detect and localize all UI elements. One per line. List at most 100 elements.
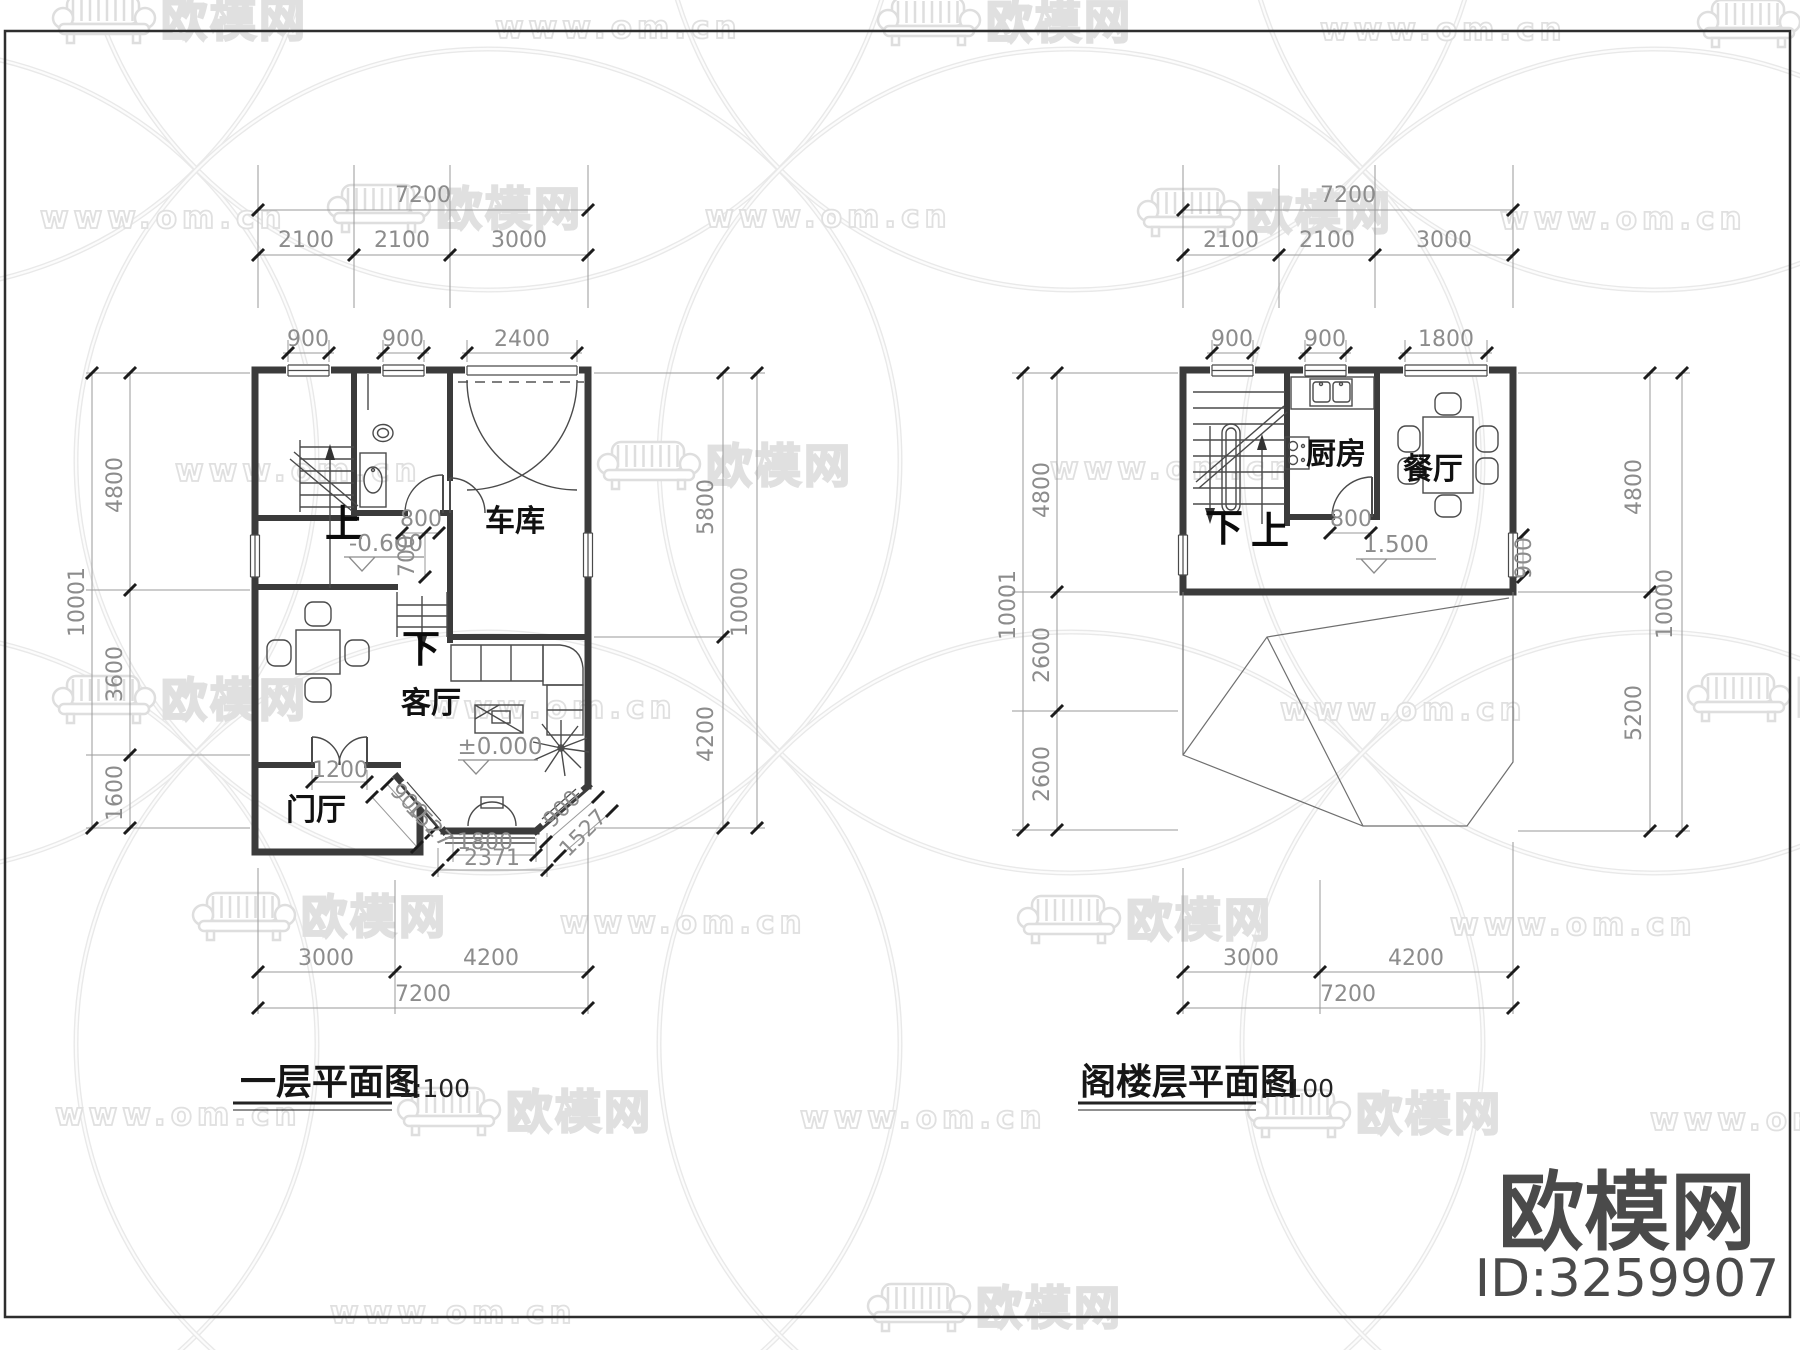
watermark-url-text: www.om.cn <box>40 200 287 236</box>
dim-tick <box>580 1000 596 1016</box>
dim-label: 3600 <box>103 646 128 702</box>
dim-label: 2100 <box>1299 228 1355 253</box>
stair-up-label: 上 <box>1251 509 1289 553</box>
logo-id-text: ID:3259907 <box>1475 1249 1779 1309</box>
watermark-circle <box>676 0 1466 291</box>
dim-label: 10001 <box>996 570 1021 640</box>
dim-tick <box>604 803 620 819</box>
dim-tick <box>749 365 765 381</box>
dim-tick <box>1642 365 1658 381</box>
dining-set <box>1397 392 1499 518</box>
dim-label: 2100 <box>1203 228 1259 253</box>
dim-tick <box>84 820 100 836</box>
dim-tick <box>580 964 596 980</box>
dim-label: 900 <box>1211 327 1253 352</box>
sofa-icon <box>326 183 432 234</box>
dim-tick <box>1271 247 1287 263</box>
dim-label: 1800 <box>1418 327 1474 352</box>
room-label-foyer: 门厅 <box>286 793 346 828</box>
dim-tick <box>1674 823 1690 839</box>
stair-down-label: 下 <box>1205 506 1243 550</box>
dim-label: 900 <box>1304 327 1346 352</box>
dim-tick <box>387 964 403 980</box>
level-hall: -0.600 <box>349 531 423 557</box>
dim-tick <box>459 345 475 361</box>
dim-label: 5200 <box>1622 685 1647 741</box>
dim-tick <box>715 365 731 381</box>
dim-tick <box>569 345 585 361</box>
dim-label: 900 <box>1512 537 1537 579</box>
stairs-up <box>289 440 359 588</box>
dim-label: 2600 <box>1030 627 1055 683</box>
dim-tick <box>580 247 596 263</box>
watermark-url-text: www.om.cn <box>495 10 742 46</box>
level-symbol-hall <box>344 556 424 572</box>
dim-tick <box>379 776 395 792</box>
dim-tick <box>552 848 568 864</box>
watermark-brand-text: 欧模网 <box>161 673 308 727</box>
sofa-icon <box>866 1282 972 1333</box>
garage-swing-arcs <box>466 379 578 491</box>
dim-tick <box>409 839 425 855</box>
sofa-icon <box>1016 894 1122 945</box>
logo-brand-text: 欧模网 <box>1498 1163 1756 1263</box>
watermark-url-text: www.om.cn <box>330 1295 577 1331</box>
level-symbol-main <box>458 759 538 775</box>
dim-tick <box>445 847 461 863</box>
dim-label: 10001 <box>65 567 90 637</box>
plan-scale: 1:100 <box>398 1074 470 1103</box>
watermark-url-text: www.om.cn <box>560 905 807 941</box>
watermark-url-text: www.om.cn <box>1500 201 1747 237</box>
room-label-kitchen: 厨房 <box>1306 437 1366 472</box>
sofa-icon <box>1246 1088 1352 1139</box>
dim-tick <box>250 1000 266 1016</box>
site-logo: 欧模网 ID:3259907 <box>1475 1163 1779 1309</box>
watermark-url-text: www.om.cn <box>1280 692 1527 728</box>
watermark-circle <box>0 640 320 1350</box>
dim-tick <box>346 247 362 263</box>
watermark-url-text: www.om.cn <box>800 1100 1047 1136</box>
watermark-brand-text: 欧模网 <box>986 0 1133 49</box>
dim-tick <box>1515 527 1531 543</box>
dim-tick <box>1297 345 1313 361</box>
steps-down <box>396 592 448 652</box>
dim-label: 800 <box>1330 507 1372 532</box>
dim-tick <box>1674 365 1690 381</box>
watermark-url-text: www.om.cn <box>175 453 422 489</box>
dim-tick <box>1049 703 1065 719</box>
plan-first-floor: 车库 客厅 门厅 上 下 -0.600 ±0.000 <box>249 364 594 856</box>
dim-tick <box>1312 964 1328 980</box>
dim-tick <box>1175 247 1191 263</box>
title-first-floor: 一层平面图 1:100 <box>233 1062 470 1111</box>
watermark-circle <box>1241 631 1800 1350</box>
dim-tick <box>394 525 410 541</box>
dim-label: 3000 <box>491 228 547 253</box>
watermark-brand-text: 欧模网 <box>161 0 308 47</box>
watermark-circle <box>0 59 318 863</box>
dim-tick <box>1338 345 1354 361</box>
dim-label: 3000 <box>1223 946 1279 971</box>
dim-tick <box>122 582 138 598</box>
sofa-icon <box>876 0 982 47</box>
dim-label: 3000 <box>298 946 354 971</box>
dim-tick <box>442 247 458 263</box>
inner-walls <box>1284 367 1380 526</box>
watermark-brand-text: 欧模网 <box>506 1085 653 1139</box>
watermark-circle <box>0 642 318 1350</box>
dim-tick <box>1642 584 1658 600</box>
dim-label: 10000 <box>728 567 753 637</box>
dim-tick <box>715 820 731 836</box>
dim-tick <box>1505 202 1521 218</box>
dim-tick <box>1175 964 1191 980</box>
plan-title: 一层平面图 <box>240 1062 420 1103</box>
dim-tick <box>430 862 446 878</box>
sofa-icon <box>51 674 157 725</box>
kitchen-door <box>1331 476 1373 518</box>
dim-line <box>545 796 599 843</box>
room-label-living: 客厅 <box>401 686 461 721</box>
dim-tick <box>321 345 337 361</box>
watermark-circle <box>1241 48 1800 874</box>
